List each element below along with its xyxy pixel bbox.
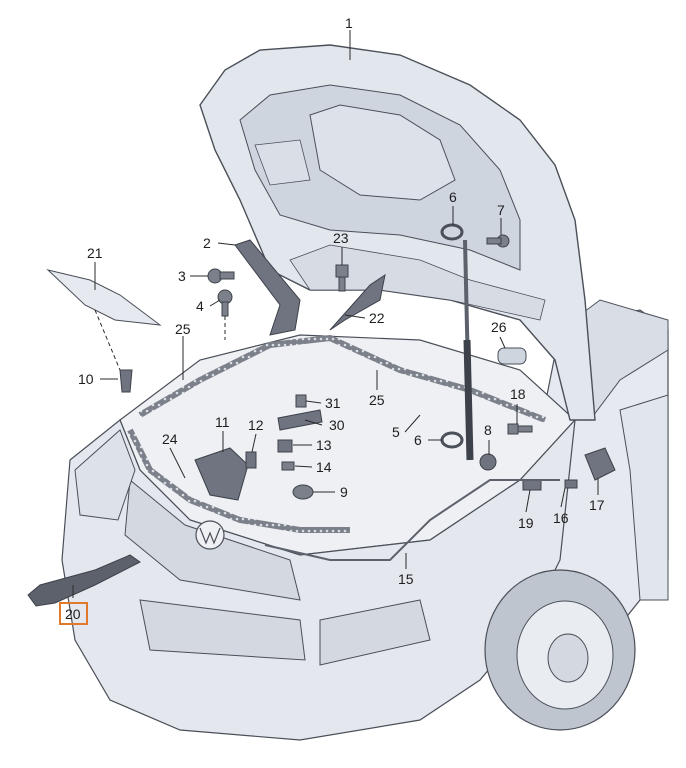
callout-20: 20	[65, 606, 81, 622]
callout-25-left: 25	[175, 321, 191, 337]
callout-30: 30	[329, 417, 345, 433]
callout-25-right: 25	[369, 392, 385, 408]
callout-6-top: 6	[449, 189, 457, 205]
callout-26: 26	[491, 319, 507, 335]
callout-13: 13	[316, 437, 332, 453]
callout-20-highlight-box	[59, 602, 88, 625]
callout-21: 21	[87, 245, 103, 261]
callout-16: 16	[553, 510, 569, 526]
callout-7: 7	[497, 202, 505, 218]
callout-22: 22	[369, 310, 385, 326]
callout-2: 2	[203, 235, 211, 251]
callout-4: 4	[196, 298, 204, 314]
callout-6-bottom: 6	[414, 432, 422, 448]
callout-labels: 1 2 3 4 5 6 6 7 8 9 10 11 12 13 14 15 16…	[59, 15, 605, 625]
callout-14: 14	[316, 459, 332, 475]
callout-12: 12	[248, 417, 264, 433]
callout-18: 18	[510, 386, 526, 402]
callout-23: 23	[333, 230, 349, 246]
callout-3: 3	[178, 268, 186, 284]
callout-17: 17	[589, 497, 605, 513]
callout-19: 19	[518, 515, 534, 531]
callout-9: 9	[340, 484, 348, 500]
callout-11: 11	[215, 414, 230, 430]
callout-24: 24	[162, 431, 178, 447]
leader-lines	[72, 30, 599, 598]
callout-31: 31	[325, 395, 341, 411]
callout-5: 5	[392, 424, 400, 440]
small-parts	[27, 234, 616, 607]
callout-8: 8	[484, 422, 492, 438]
gas-strut	[440, 223, 474, 461]
callout-1: 1	[345, 15, 353, 31]
callout-15: 15	[398, 571, 414, 587]
callout-10: 10	[78, 371, 94, 387]
